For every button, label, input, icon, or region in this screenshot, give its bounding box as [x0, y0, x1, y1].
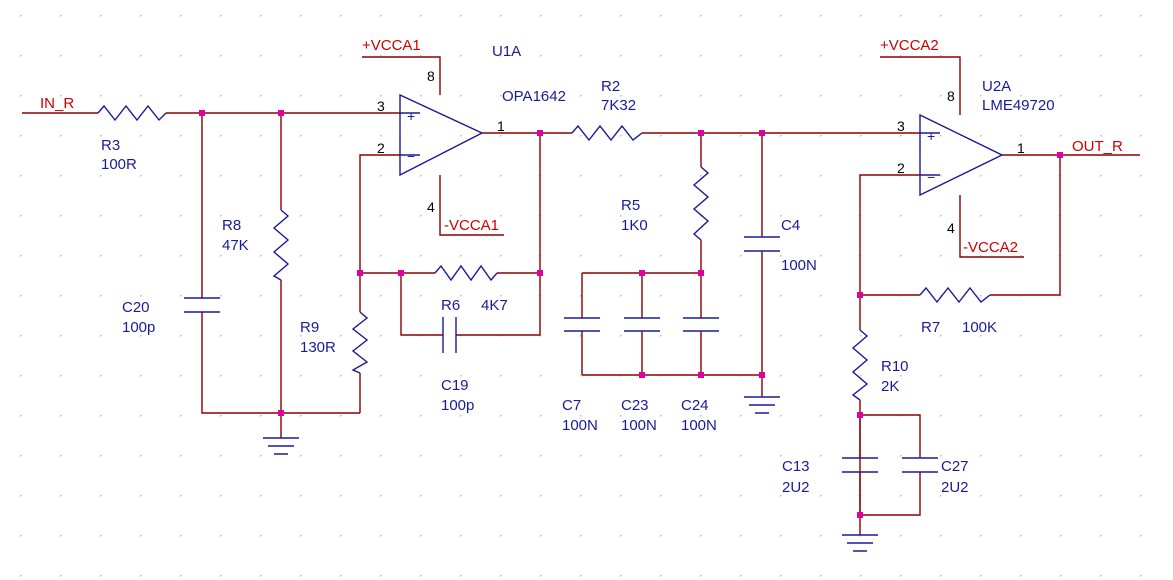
- r6-ref: R6: [441, 297, 460, 314]
- c20-ref: C20: [122, 299, 150, 316]
- net-label-vcca1-neg: -VCCA1: [444, 217, 499, 234]
- c7-value: 100N: [562, 417, 598, 434]
- capacitor-c4: [744, 236, 780, 252]
- r8-ref: R8: [222, 217, 241, 234]
- u1-plus-symbol: +: [407, 108, 415, 124]
- c4-value: 100N: [781, 257, 817, 274]
- capacitor-c24: [683, 317, 719, 332]
- u2-part: LME49720: [982, 97, 1055, 114]
- opamp-u2a: + − 3 2 1 8 4 U2A LME49720: [897, 78, 1055, 236]
- net-label-vcca1-pos: +VCCA1: [362, 37, 421, 54]
- resistors: [97, 104, 991, 401]
- r3-value: 100R: [101, 156, 137, 173]
- u2-pin-4: 4: [947, 220, 955, 236]
- r5-ref: R5: [621, 197, 640, 214]
- capacitors: [184, 236, 938, 473]
- u1-pin-8: 8: [427, 68, 435, 84]
- u2-plus-symbol: +: [927, 128, 935, 144]
- c7-ref: C7: [562, 397, 581, 414]
- u1-part: OPA1642: [502, 88, 566, 105]
- ground-symbol-3: [842, 534, 878, 552]
- net-labels: IN_R OUT_R +VCCA1 -VCCA1 +VCCA2 -VCCA2: [40, 37, 1123, 256]
- u2-pin-8: 8: [947, 88, 955, 104]
- u1-pin-2: 2: [377, 140, 385, 156]
- c27-ref: C27: [941, 458, 969, 475]
- c20-value: 100p: [122, 319, 155, 336]
- r7-ref: R7: [921, 319, 940, 336]
- r9-ref: R9: [300, 319, 319, 336]
- capacitor-c13: [842, 457, 878, 473]
- capacitor-c19: [442, 317, 457, 353]
- c4-ref: C4: [781, 217, 800, 234]
- resistor-r3: [97, 104, 167, 122]
- wires: [22, 56, 1140, 516]
- net-label-vcca2-pos: +VCCA2: [880, 37, 939, 54]
- r2-ref: R2: [601, 78, 620, 95]
- net-label-in: IN_R: [40, 95, 74, 112]
- net-label-vcca2-neg: -VCCA2: [963, 239, 1018, 256]
- r7-value: 100K: [962, 319, 997, 336]
- grounds: [263, 396, 878, 552]
- c19-value: 100p: [441, 397, 474, 414]
- net-label-out: OUT_R: [1072, 138, 1123, 155]
- r6-value: 4K7: [481, 297, 508, 314]
- background-grid: [20, 15, 1142, 577]
- opamp-u1a: + − 3 2 1 8 4 U1A OPA1642: [377, 43, 566, 215]
- resistor-r10: [851, 329, 869, 401]
- c13-value: 2U2: [782, 479, 810, 496]
- resistor-r6: [434, 264, 498, 282]
- u2-pin-1: 1: [1017, 140, 1025, 156]
- c27-value: 2U2: [941, 479, 969, 496]
- r5-value: 1K0: [621, 217, 648, 234]
- resistor-r5: [692, 166, 710, 241]
- u2-pin-3: 3: [897, 118, 905, 134]
- junctions: [199, 110, 1063, 518]
- r2-value: 7K32: [601, 97, 636, 114]
- r8-value: 47K: [222, 237, 249, 254]
- capacitor-c23: [624, 317, 660, 332]
- u1-pin-3: 3: [377, 98, 385, 114]
- capacitor-c7: [564, 317, 600, 332]
- c24-value: 100N: [681, 417, 717, 434]
- u2-ref: U2A: [982, 78, 1011, 95]
- u2-pin-2: 2: [897, 160, 905, 176]
- capacitor-c20: [184, 297, 220, 313]
- capacitor-c27: [902, 457, 938, 473]
- u1-ref: U1A: [492, 43, 521, 60]
- c19-ref: C19: [441, 377, 469, 394]
- u2-minus-symbol: −: [927, 169, 935, 185]
- resistor-r7: [919, 286, 991, 304]
- resistor-r9: [351, 311, 369, 374]
- c23-value: 100N: [621, 417, 657, 434]
- r10-ref: R10: [881, 358, 909, 375]
- ground-symbol-2: [744, 396, 780, 414]
- r9-value: 130R: [300, 339, 336, 356]
- u1-minus-symbol: −: [407, 148, 415, 164]
- resistor-r2: [571, 124, 643, 142]
- r3-ref: R3: [101, 137, 120, 154]
- u1-pin-4: 4: [427, 199, 435, 215]
- u1-pin-1: 1: [497, 118, 505, 134]
- c23-ref: C23: [621, 397, 649, 414]
- c13-ref: C13: [782, 458, 810, 475]
- resistor-r8: [272, 209, 290, 281]
- c24-ref: C24: [681, 397, 709, 414]
- r10-value: 2K: [881, 378, 899, 395]
- component-labels: R3 100R R8 47K C20 100p R9 130R R6 4K7 C…: [101, 78, 997, 496]
- ground-symbol-1: [263, 437, 299, 455]
